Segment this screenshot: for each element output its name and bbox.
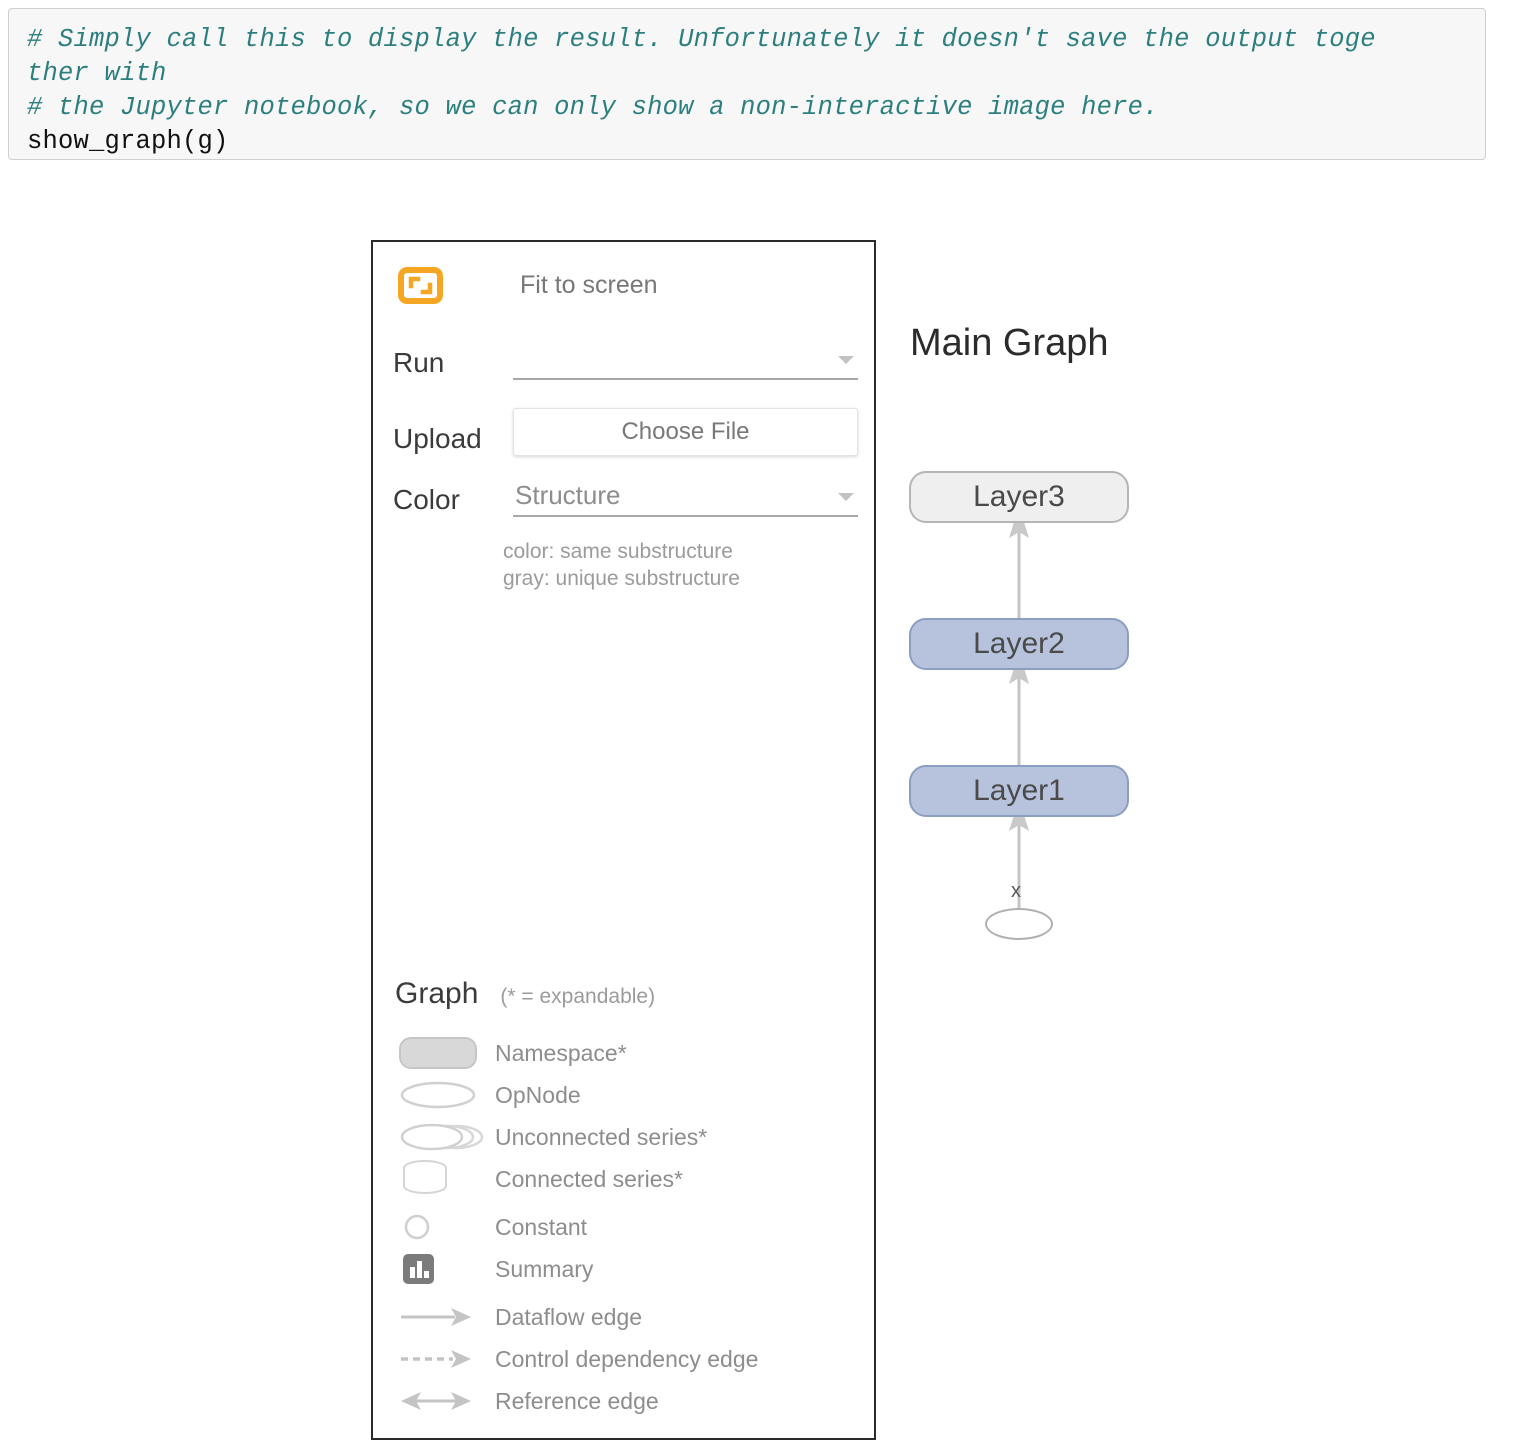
legend-label: Namespace* — [495, 1039, 627, 1066]
fit-to-screen-icon[interactable] — [398, 267, 443, 304]
chevron-down-icon[interactable] — [838, 493, 854, 501]
graph-title: Main Graph — [910, 322, 1109, 364]
namespace-rounded-rect-icon — [395, 1036, 495, 1070]
graph-node-x[interactable] — [985, 908, 1053, 940]
legend-title: Graph — [395, 977, 479, 1010]
code-line-2: ther with — [27, 59, 167, 88]
color-hint-line-1: color: same substructure — [503, 540, 733, 563]
reference-double-arrow-icon — [395, 1387, 495, 1415]
legend-item-constant: Constant — [395, 1206, 855, 1248]
upload-row: Upload Choose File — [393, 408, 858, 456]
color-row: Color Structure — [393, 479, 858, 517]
graph-node-label: Layer2 — [973, 627, 1065, 660]
legend-item-summary: Summary — [395, 1248, 855, 1290]
run-row: Run — [393, 342, 858, 380]
legend-label: Summary — [495, 1255, 594, 1282]
run-label: Run — [393, 347, 445, 378]
constant-circle-icon — [395, 1210, 495, 1244]
color-select[interactable]: Structure — [513, 479, 858, 517]
graph-node-layer2[interactable]: Layer2 — [909, 618, 1129, 670]
connected-series-cylinder-icon — [395, 1159, 495, 1199]
graph-node-label: Layer1 — [973, 774, 1065, 807]
legend-label: Unconnected series* — [495, 1123, 708, 1150]
color-hint: color: same substructure gray: unique su… — [503, 538, 740, 592]
legend-item-control-dependency-edge: Control dependency edge — [395, 1338, 855, 1380]
legend-label: OpNode — [495, 1081, 581, 1108]
graph-node-label: Layer3 — [973, 480, 1065, 513]
summary-barchart-icon — [395, 1251, 495, 1287]
code-line-3: # the Jupyter notebook, so we can only s… — [27, 93, 1159, 122]
legend-item-connected-series: Connected series* — [395, 1158, 855, 1200]
code-line-1: # Simply call this to display the result… — [27, 25, 1376, 54]
run-select[interactable] — [513, 342, 858, 380]
unconnected-series-icon — [395, 1120, 495, 1154]
legend-item-dataflow-edge: Dataflow edge — [395, 1296, 855, 1338]
graph-canvas: Main Graph Layer3 Layer2 Layer1 x — [895, 300, 1315, 980]
code-line-4: show_graph(g) — [27, 127, 229, 156]
legend-label: Reference edge — [495, 1387, 659, 1414]
legend-item-reference-edge: Reference edge — [395, 1380, 855, 1422]
tensorboard-panel: Fit to screen Run Upload Choose File Col… — [371, 240, 876, 1440]
graph-node-layer1[interactable]: Layer1 — [909, 765, 1129, 817]
color-hint-line-2: gray: unique substructure — [503, 567, 740, 590]
chevron-down-icon[interactable] — [838, 356, 854, 364]
color-label: Color — [393, 484, 460, 515]
fit-to-screen-row[interactable]: Fit to screen — [398, 267, 658, 304]
opnode-ellipse-icon — [395, 1078, 495, 1112]
upload-label: Upload — [393, 423, 482, 454]
legend-header: Graph (* = expandable) — [395, 977, 655, 1011]
control-dependency-dashed-arrow-icon — [395, 1345, 495, 1373]
legend-label: Connected series* — [495, 1165, 683, 1192]
legend-label: Constant — [495, 1213, 588, 1240]
graph-node-x-label: x — [1011, 880, 1021, 902]
legend-note: (* = expandable) — [500, 985, 656, 1008]
choose-file-button[interactable]: Choose File — [513, 408, 858, 456]
legend-label: Control dependency edge — [495, 1345, 759, 1372]
legend-item-namespace: Namespace* — [395, 1032, 855, 1074]
graph-node-layer3[interactable]: Layer3 — [909, 471, 1129, 523]
dataflow-arrow-icon — [395, 1303, 495, 1331]
code-cell[interactable]: # Simply call this to display the result… — [8, 8, 1486, 160]
legend-label: Dataflow edge — [495, 1303, 643, 1330]
fit-to-screen-label: Fit to screen — [520, 271, 658, 299]
color-select-value: Structure — [515, 480, 621, 510]
legend-list: Namespace* OpNode Unconnected series* — [395, 1032, 855, 1422]
legend-item-unconnected-series: Unconnected series* — [395, 1116, 855, 1158]
legend-item-opnode: OpNode — [395, 1074, 855, 1116]
